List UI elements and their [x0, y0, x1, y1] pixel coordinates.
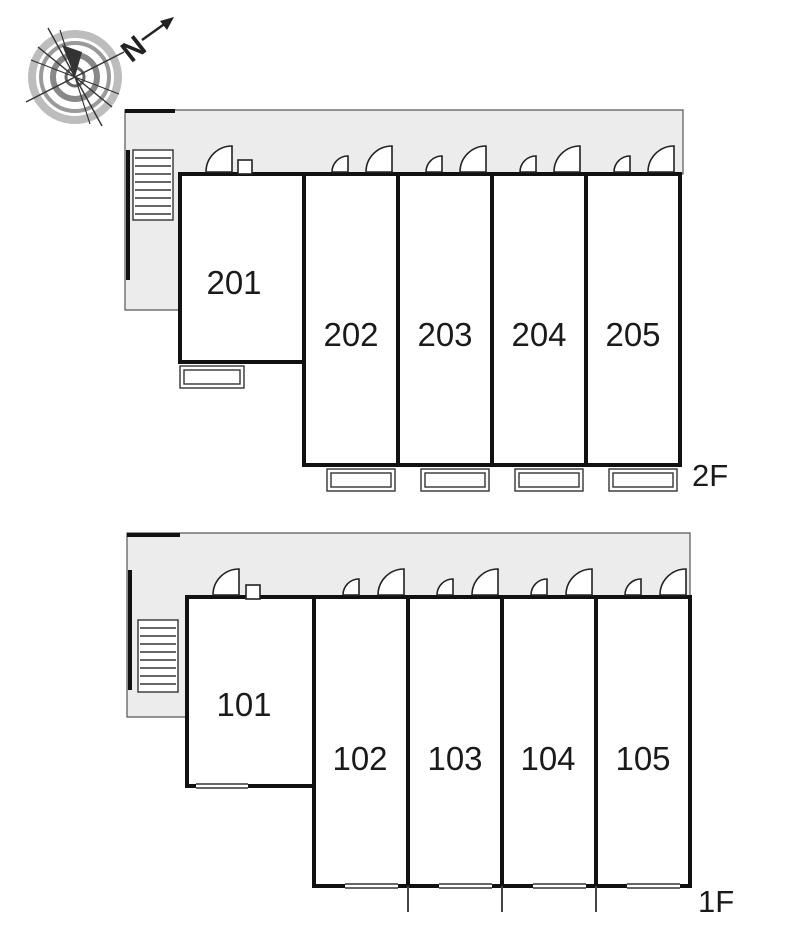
room-label-104: 104 [520, 740, 575, 777]
floor-2f: 201 202 203 204 205 2F [124, 109, 728, 493]
room-label-203: 203 [417, 316, 472, 353]
unit-205-outline [584, 172, 682, 467]
room-label-103: 103 [427, 740, 482, 777]
doors-2f [205, 145, 675, 175]
staircase-1f [137, 619, 179, 693]
windows-1f [196, 783, 680, 912]
north-indicator: N [115, 17, 174, 69]
room-label-102: 102 [332, 740, 387, 777]
room-label-201: 201 [206, 264, 261, 301]
compass-icon [25, 27, 125, 127]
room-label-101: 101 [216, 686, 271, 723]
floor-label-2f: 2F [692, 458, 728, 493]
room-label-202: 202 [323, 316, 378, 353]
room-label-204: 204 [511, 316, 566, 353]
floor-1f: 101 102 103 104 105 1F [126, 532, 734, 919]
doors-1f [212, 568, 687, 600]
floor-label-1f: 1F [698, 884, 734, 919]
staircase-2f [132, 149, 174, 221]
room-label-105: 105 [615, 740, 670, 777]
room-label-205: 205 [605, 316, 660, 353]
